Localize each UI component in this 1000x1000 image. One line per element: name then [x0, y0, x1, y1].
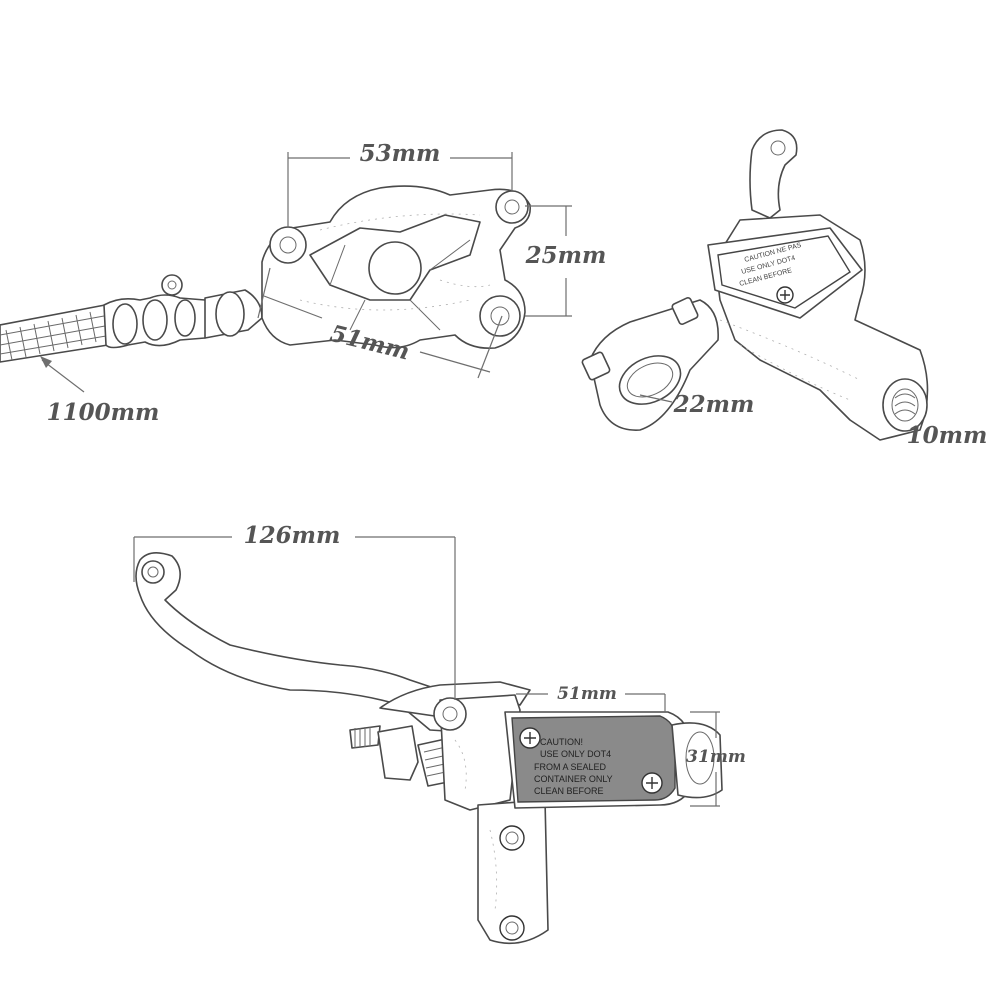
dimension-51mm-caliper: [257, 267, 503, 379]
outlet-thread-label: 10mm: [907, 422, 988, 449]
svg-text:CLEAN BEFORE: CLEAN BEFORE: [534, 786, 604, 796]
dimension-25mm: [525, 205, 572, 317]
svg-text:FROM A SEALED: FROM A SEALED: [534, 762, 607, 772]
dimension-51mm-reservoir: [516, 693, 666, 712]
dimension-53mm: [287, 152, 513, 228]
hose-length-label: 1100mm: [47, 399, 160, 426]
brake-hose: [0, 304, 109, 363]
svg-text:CONTAINER ONLY: CONTAINER ONLY: [534, 774, 613, 784]
svg-text:USE ONLY DOT4: USE ONLY DOT4: [540, 749, 611, 759]
dimension-22mm: [639, 394, 673, 403]
svg-text:CAUTION!: CAUTION!: [540, 737, 583, 747]
clamp-size-label: 22mm: [673, 391, 755, 418]
banjo-fitting: [103, 274, 263, 349]
dimension-126mm: [133, 536, 456, 700]
reservoir-height-label: 31mm: [686, 747, 746, 767]
caliper-height-label: 25mm: [525, 242, 607, 269]
dimension-31mm: [690, 711, 720, 807]
caliper-width-label: 53mm: [360, 140, 441, 167]
master-cylinder-side-view: CAUTION NE PAS USE ONLY DOT4 CLEAN BEFOR…: [581, 129, 929, 441]
lever-length-label: 126mm: [244, 522, 341, 549]
brake-lever-assembly: CAUTION! USE ONLY DOT4 FROM A SEALED CON…: [135, 552, 723, 945]
reservoir-width-label: 51mm: [557, 684, 617, 704]
hose-pointer: [40, 356, 85, 393]
brake-caliper: [261, 185, 532, 350]
